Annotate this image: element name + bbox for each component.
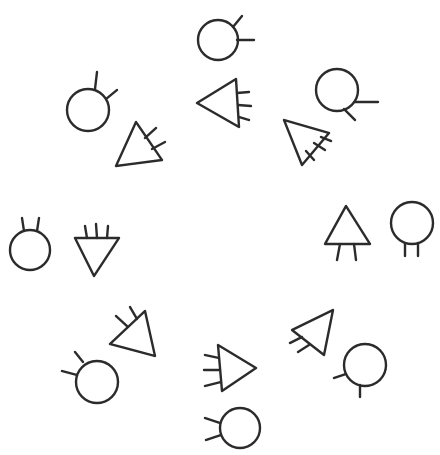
symbol-diagram bbox=[0, 0, 440, 455]
background bbox=[0, 0, 440, 455]
